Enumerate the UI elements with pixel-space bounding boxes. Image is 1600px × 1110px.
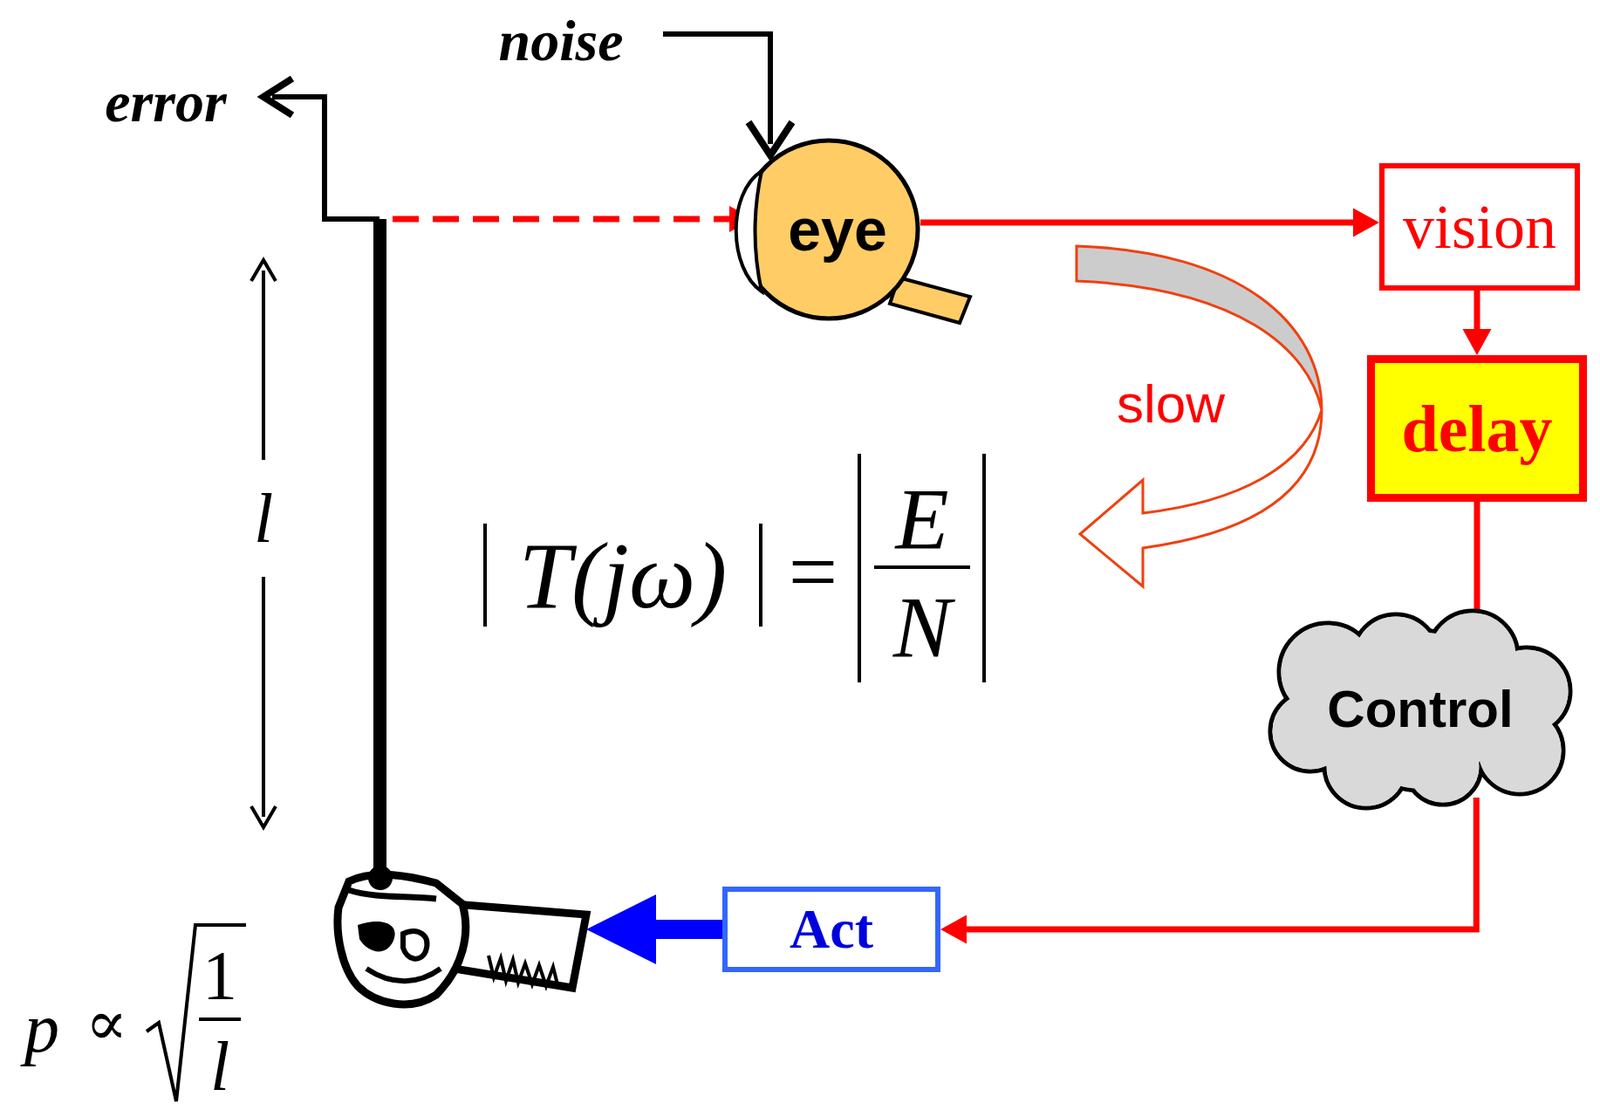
note-text: slow — [1116, 372, 1225, 435]
slow-arrow-head — [1080, 410, 1322, 587]
node-label: vision — [1402, 191, 1557, 264]
length-arrowhead — [251, 806, 276, 828]
sqrt-sign — [146, 924, 247, 1101]
signal-connector — [1463, 290, 1492, 356]
node-label: Control — [1326, 678, 1513, 739]
node-label: Act — [789, 896, 874, 962]
signal-connector — [940, 797, 1477, 944]
abs-bar — [857, 453, 862, 683]
formula-term: p — [24, 988, 60, 1068]
formula-term: T(jω) — [519, 521, 727, 630]
formula-term: E — [895, 468, 949, 569]
formula-sign: = — [788, 521, 838, 623]
act-arrowhead — [586, 894, 657, 965]
formula-term: N — [893, 576, 952, 677]
length-arrow — [261, 576, 266, 817]
error-arrowhead — [263, 78, 293, 116]
fraction-bar — [198, 1017, 241, 1021]
length-arrow — [261, 270, 266, 460]
signal-connector — [1476, 501, 1478, 623]
hand — [337, 865, 587, 1005]
formula-sign: ∝ — [85, 985, 129, 1060]
delay-box: delay — [1367, 355, 1587, 502]
node-label: eye — [787, 195, 887, 264]
abs-bar — [758, 523, 763, 627]
control-cloud: Control — [1264, 610, 1577, 807]
node-label: delay — [1401, 390, 1553, 467]
formula-term: l — [210, 1026, 230, 1107]
formula-term: 1 — [202, 936, 238, 1016]
signal-name: noise — [498, 7, 623, 75]
abs-bar — [982, 453, 986, 683]
sight-line — [392, 216, 733, 223]
signal-connector — [920, 208, 1380, 238]
optic-nerve — [889, 277, 971, 323]
pendulum-stick — [373, 218, 387, 887]
eye-node: eye — [737, 137, 921, 322]
process-box: vision — [1379, 163, 1580, 291]
abs-bar — [483, 523, 487, 627]
length-symbol: l — [253, 478, 274, 559]
actuator-box: Act — [722, 886, 941, 972]
length-arrowhead — [251, 259, 276, 281]
act-arrow — [645, 919, 725, 939]
signal-name: error — [104, 68, 226, 136]
